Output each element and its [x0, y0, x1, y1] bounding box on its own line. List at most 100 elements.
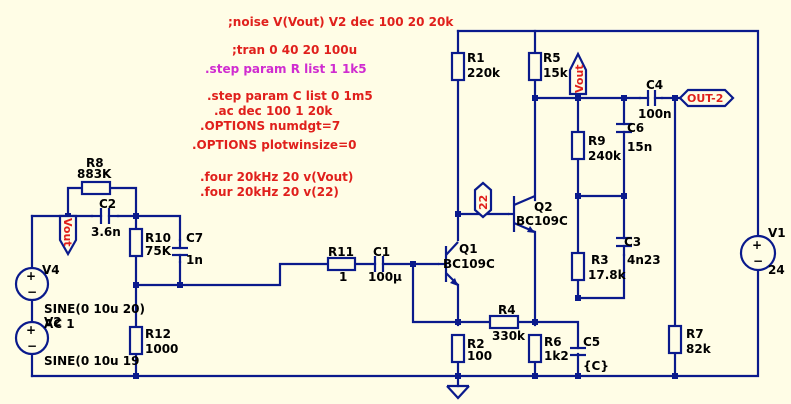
- directive-step-r[interactable]: .step param R list 1 1k5: [205, 62, 367, 76]
- svg-text:+: +: [26, 269, 36, 283]
- label-r10-name: R10: [145, 231, 171, 245]
- label-q1-name: Q1: [459, 242, 478, 256]
- resistor-r4[interactable]: [488, 314, 520, 330]
- label-c2-name: C2: [99, 197, 116, 211]
- label-r4-name: R4: [498, 303, 516, 317]
- directive-step-c[interactable]: .step param C list 0 1m5: [207, 89, 373, 103]
- net-flag-vout-left[interactable]: Vout: [58, 214, 78, 257]
- directive-options-numdgt[interactable]: .OPTIONS numdgt=7: [200, 119, 340, 133]
- capacitor-c2[interactable]: [90, 208, 120, 224]
- label-r9-value: 240k: [588, 149, 622, 163]
- capacitor-c7[interactable]: [172, 238, 188, 264]
- resistor-r10[interactable]: [128, 227, 144, 258]
- label-c6-name: C6: [627, 121, 644, 135]
- capacitor-c6[interactable]: [616, 122, 632, 134]
- ground-symbol: [446, 384, 470, 400]
- label-v4-ac: AC 1: [44, 317, 75, 331]
- capacitor-c5[interactable]: [570, 346, 586, 357]
- voltage-source-v2[interactable]: + −: [14, 320, 50, 356]
- label-c3-value: 4n23: [627, 253, 661, 267]
- label-r6-value: 1k2: [544, 349, 569, 363]
- label-r1-name: R1: [467, 51, 485, 65]
- svg-text:Vout: Vout: [573, 64, 586, 93]
- resistor-r7[interactable]: [667, 324, 683, 355]
- transistor-q1[interactable]: [438, 241, 459, 286]
- label-v4-name: V4: [42, 263, 60, 277]
- label-q1-value: BC109C: [443, 257, 495, 271]
- directive-options-plotwinsize[interactable]: .OPTIONS plotwinsize=0: [192, 138, 356, 152]
- label-q2-value: BC109C: [516, 214, 568, 228]
- label-r2-name: R2: [467, 337, 485, 351]
- label-c7-value: 1n: [186, 253, 203, 267]
- label-r3-value: 17.8k: [588, 268, 627, 282]
- label-c7-name: C7: [186, 231, 203, 245]
- resistor-r9[interactable]: [570, 130, 586, 161]
- label-c2-value: 3.6n: [91, 225, 121, 239]
- label-c5-name: C5: [583, 335, 600, 349]
- svg-text:22: 22: [477, 195, 490, 210]
- label-r11-name: R11: [328, 245, 354, 259]
- label-r9-name: R9: [588, 134, 606, 148]
- directive-ac[interactable]: .ac dec 100 1 20k: [214, 104, 333, 118]
- label-c1-value: 100µ: [368, 270, 402, 284]
- svg-text:−: −: [27, 285, 37, 299]
- voltage-source-v1[interactable]: + −: [739, 234, 777, 272]
- label-r5-value: 15k: [543, 66, 569, 80]
- net-flag-out-2[interactable]: OUT-2: [678, 88, 735, 108]
- label-r1-value: 220k: [467, 66, 501, 80]
- spice-directives: ;noise V(Vout) V2 dec 100 20 20k ;tran 0…: [192, 15, 454, 199]
- label-r3-name: R3: [591, 253, 609, 267]
- capacitor-c1[interactable]: [373, 256, 385, 272]
- label-v1-name: V1: [768, 226, 786, 240]
- transistor-q2[interactable]: [508, 194, 536, 234]
- net-flag-22[interactable]: 22: [473, 181, 493, 219]
- label-c4-value: 100n: [638, 107, 672, 121]
- svg-text:OUT-2: OUT-2: [687, 92, 723, 105]
- svg-text:Vout: Vout: [61, 218, 74, 247]
- label-v4-source: SINE(0 10u 20): [44, 302, 145, 316]
- component-labels: R1 220k R5 15k C4 100n R9 240k C6 15n R3…: [42, 51, 786, 373]
- directive-four-vout[interactable]: .four 20kHz 20 v(Vout): [200, 170, 353, 184]
- label-c3-name: C3: [624, 235, 641, 249]
- label-c5-value: {C}: [583, 359, 609, 373]
- svg-text:−: −: [753, 254, 763, 268]
- label-r8-value: 883K: [77, 167, 112, 181]
- svg-text:+: +: [26, 323, 36, 337]
- label-r5-name: R5: [543, 51, 561, 65]
- capacitor-c4[interactable]: [638, 90, 664, 106]
- label-r6-name: R6: [544, 335, 562, 349]
- label-v2-name-overlap: V2: [44, 315, 62, 329]
- resistor-r8[interactable]: [80, 180, 112, 196]
- capacitor-c3[interactable]: [616, 236, 632, 257]
- label-r2-value: 100: [467, 349, 492, 363]
- resistor-r3[interactable]: [570, 251, 586, 282]
- label-r10-value: 75K: [145, 244, 172, 258]
- label-r7-value: 82k: [686, 342, 712, 356]
- resistor-r2[interactable]: [450, 333, 466, 364]
- label-r8-name: R8: [86, 156, 104, 170]
- label-c6-value: 15n: [627, 140, 652, 154]
- net-flag-vout-top[interactable]: Vout: [568, 51, 588, 96]
- label-c1-name: C1: [373, 245, 390, 259]
- svg-text:−: −: [27, 339, 37, 353]
- resistor-r1[interactable]: [450, 51, 466, 82]
- label-c4-name: C4: [646, 78, 663, 92]
- voltage-source-v4[interactable]: + −: [14, 266, 50, 302]
- resistor-r5[interactable]: [527, 51, 543, 82]
- label-v2-source: SINE(0 10u 19: [44, 354, 139, 368]
- label-r7-name: R7: [686, 327, 704, 341]
- directive-tran[interactable]: ;tran 0 40 20 100u: [232, 43, 357, 57]
- directive-noise[interactable]: ;noise V(Vout) V2 dec 100 20 20k: [228, 15, 454, 29]
- resistor-r11[interactable]: [326, 256, 357, 272]
- resistor-r6[interactable]: [527, 333, 543, 364]
- resistor-r12[interactable]: [128, 325, 144, 356]
- label-r11-value: 1: [339, 270, 347, 284]
- label-r4-value: 330k: [492, 329, 526, 343]
- label-r12-value: 1000: [145, 342, 178, 356]
- directive-four-22[interactable]: .four 20kHz 20 v(22): [200, 185, 339, 199]
- label-q2-name: Q2: [534, 200, 553, 214]
- label-v1-value: 24: [768, 263, 785, 277]
- svg-text:+: +: [752, 238, 762, 252]
